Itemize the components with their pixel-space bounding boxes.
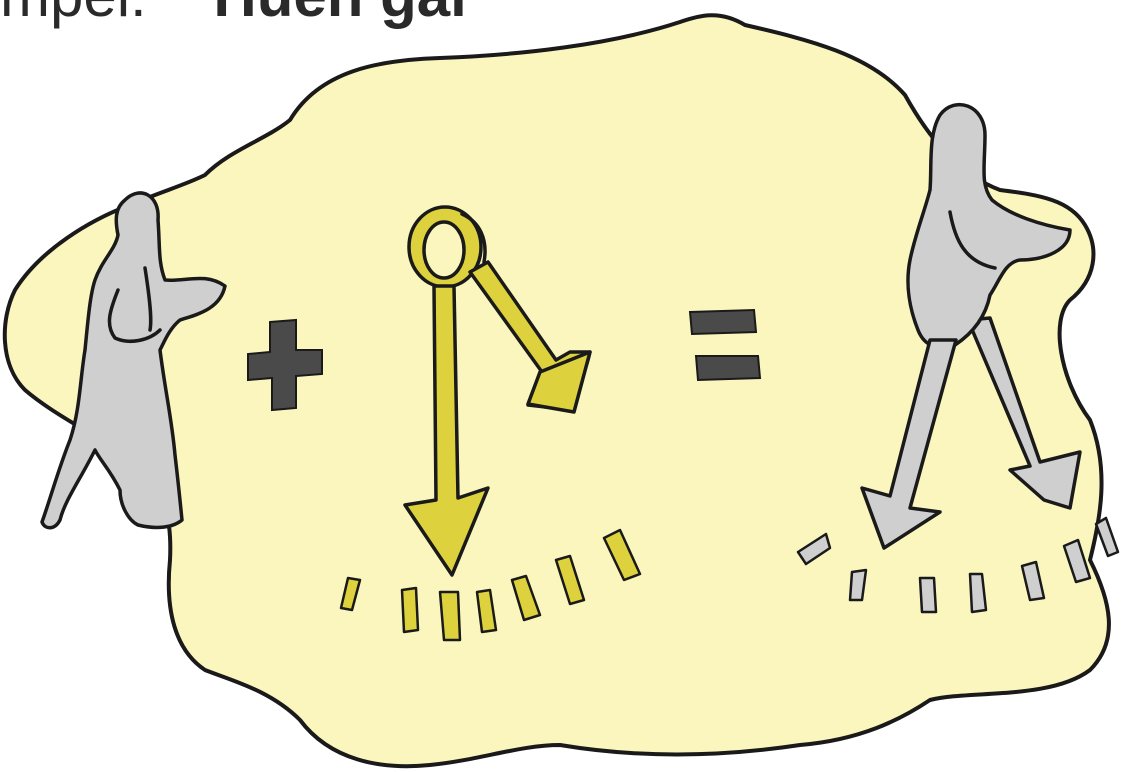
diagram (0, 0, 1124, 772)
